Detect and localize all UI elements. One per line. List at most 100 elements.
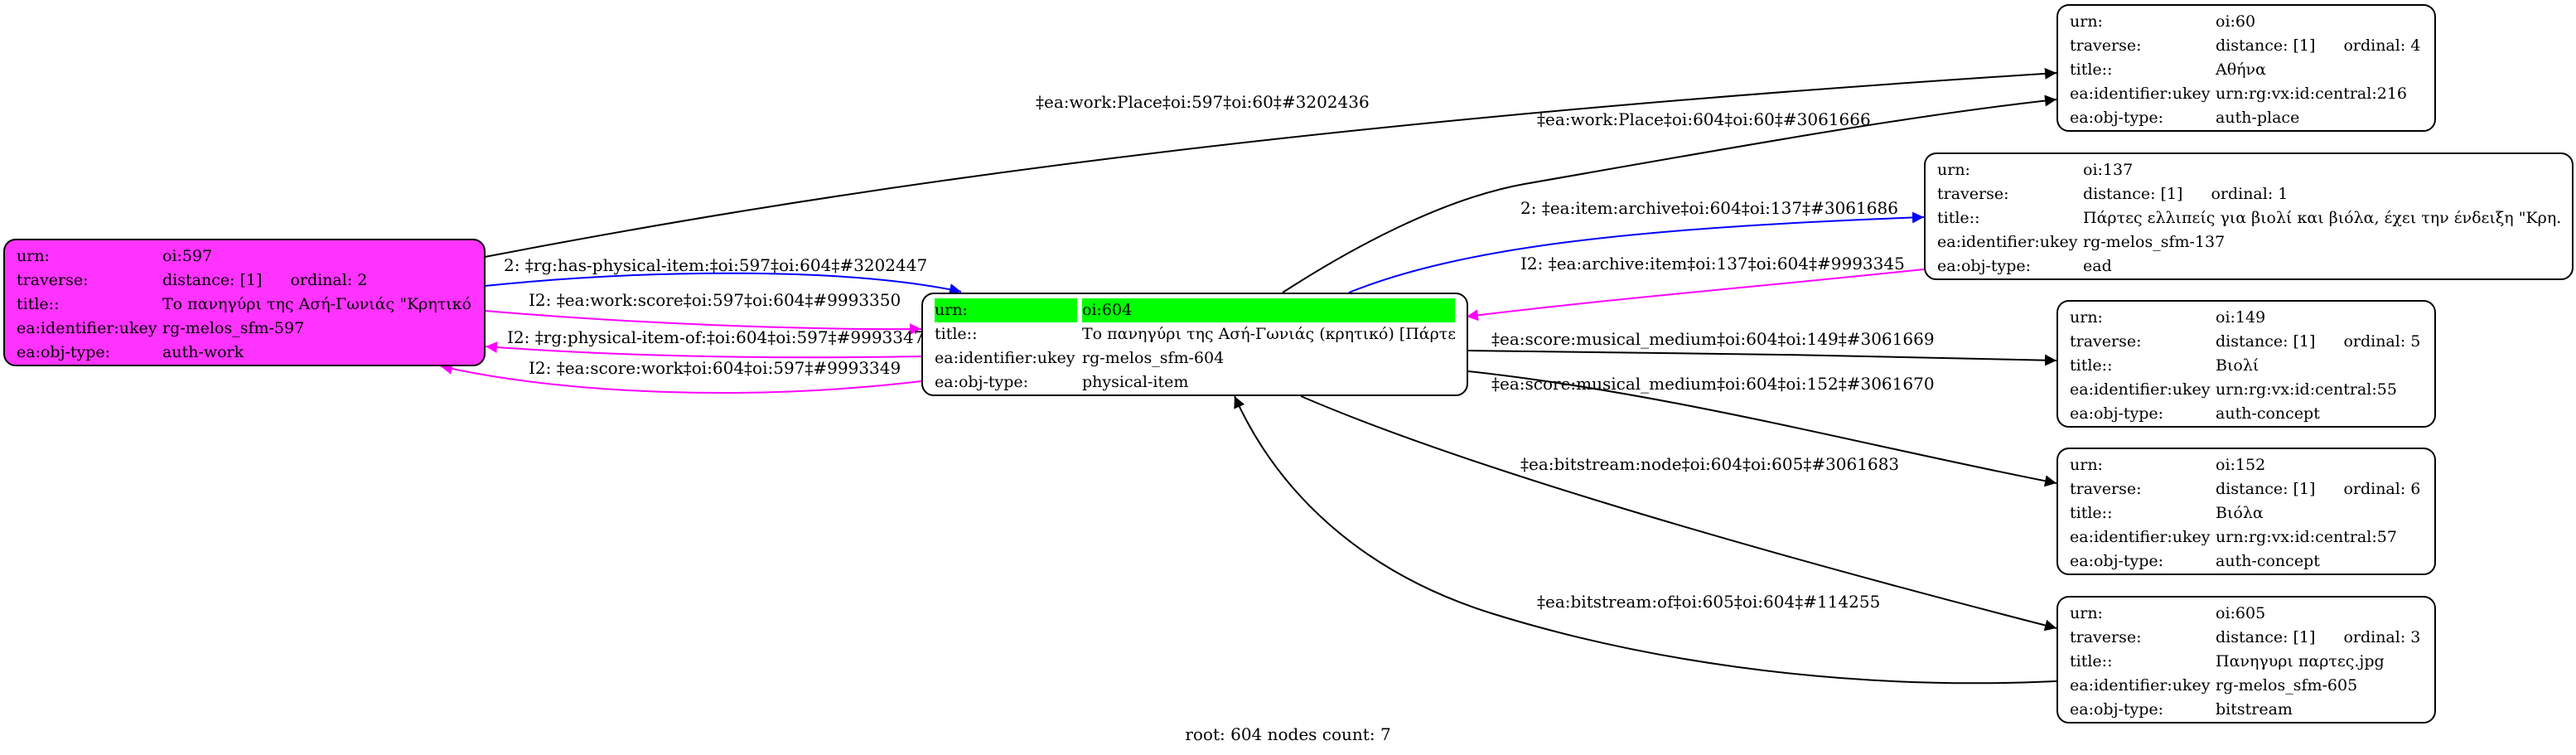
objtype-label: ea:obj-type: <box>935 373 1029 391</box>
edge-label-597-604-physical-item: 2: ‡rg:has-physical-item:‡oi:597‡oi:604‡… <box>504 255 927 275</box>
objtype-value: physical-item <box>1082 373 1189 391</box>
edge-604-597-physical-item-of <box>485 341 922 359</box>
traverse-label: traverse: <box>2070 628 2142 646</box>
title-value: Πανηγυρι παρτες.jpg <box>2216 652 2385 670</box>
edge-605-604 <box>1234 395 2057 685</box>
traverse-label: traverse: <box>2070 332 2142 351</box>
urn-label: urn: <box>935 298 1077 322</box>
ukey-value: rg-melos_sfm-605 <box>2216 676 2358 695</box>
ukey-label: ea:identifier:ukey <box>935 349 1075 367</box>
title-label: title:: <box>2070 356 2113 375</box>
edge-label-604-60: ‡ea:work:Place‡oi:604‡oi:60‡#3061666 <box>1537 109 1871 129</box>
objtype-label: ea:obj-type: <box>1937 257 2032 275</box>
ukey-label: ea:identifier:ukey <box>17 319 157 337</box>
title-value: Αθήνα <box>2216 60 2266 79</box>
title-value: Πάρτες ελλιπείς για βιολί και βιόλα, έχε… <box>2083 209 2560 227</box>
objtype-value: auth-concept <box>2216 404 2320 423</box>
objtype-label: ea:obj-type: <box>17 343 111 361</box>
node-149[interactable]: urn: oi:149 traverse: distance: [1] ordinal… <box>2056 300 2436 428</box>
ukey-label: ea:identifier:ukey <box>2070 528 2211 546</box>
urn-label: urn: <box>2070 604 2103 622</box>
ukey-value: urn:rg:vx:id:central:55 <box>2216 380 2397 399</box>
ukey-label: ea:identifier:ukey <box>1937 233 2078 251</box>
title-label: title:: <box>2070 652 2113 670</box>
node-137[interactable]: urn: oi:137 traverse: distance: [1] ordinal… <box>1924 152 2574 280</box>
edge-label-597-60: ‡ea:work:Place‡oi:597‡oi:60‡#3202436 <box>1036 92 1370 112</box>
ukey-value: rg-melos_sfm-597 <box>162 319 305 337</box>
edge-597-604-score <box>484 310 922 336</box>
edge-label-605-604: ‡ea:bitstream:of‡oi:605‡oi:604‡#114255 <box>1537 592 1880 612</box>
edge-604-60 <box>1282 94 2057 293</box>
distance-value: distance: [1] <box>162 271 263 289</box>
node-152[interactable]: urn: oi:152 traverse: distance: [1] ordinal… <box>2056 448 2436 575</box>
edge-label-604-137: 2: ‡ea:item:archive‡oi:604‡oi:137‡#30616… <box>1520 198 1898 218</box>
objtype-label: ea:obj-type: <box>2070 404 2164 423</box>
urn-value: oi:597 <box>162 247 213 265</box>
ukey-value: rg-melos_sfm-604 <box>1082 349 1225 367</box>
edge-label-137-604: I2: ‡ea:archive:item‡oi:137‡oi:604‡#9993… <box>1520 254 1905 273</box>
objtype-label: ea:obj-type: <box>2070 700 2164 719</box>
distance-value: distance: [1] <box>2216 480 2316 498</box>
urn-value: oi:605 <box>2216 604 2266 622</box>
distance-value: distance: [1] <box>2216 332 2316 351</box>
edge-label-604-605: ‡ea:bitstream:node‡oi:604‡oi:605‡#306168… <box>1520 454 1899 474</box>
ordinal-value: ordinal: 1 <box>2211 185 2288 203</box>
edge-label-604-149: ‡ea:score:musical_medium‡oi:604‡oi:149‡#… <box>1491 329 1935 349</box>
graph-footer: root: 604 nodes count: 7 <box>1185 724 1391 744</box>
urn-label: urn: <box>1937 161 1970 179</box>
edge-597-604-physical-item <box>484 272 962 295</box>
urn-label: urn: <box>2070 308 2103 327</box>
objtype-value: auth-concept <box>2216 552 2320 570</box>
title-value: Το πανηγύρι της Ασή-Γωνιάς (κρητικό) [Πά… <box>1082 325 1455 343</box>
ordinal-value: ordinal: 5 <box>2343 332 2421 351</box>
objtype-value: auth-place <box>2216 109 2300 127</box>
title-label: title:: <box>1937 209 1980 227</box>
edge-604-137 <box>1348 211 1925 293</box>
traverse-label: traverse: <box>2070 36 2142 55</box>
objtype-value: ead <box>2083 257 2112 275</box>
ukey-value: urn:rg:vx:id:central:57 <box>2216 528 2397 546</box>
objtype-label: ea:obj-type: <box>2070 552 2164 570</box>
objtype-value: bitstream <box>2216 700 2293 719</box>
node-597[interactable]: urn: oi:597 traverse: distance: [1] ordinal… <box>3 239 486 366</box>
traverse-label: traverse: <box>17 271 89 289</box>
ukey-label: ea:identifier:ukey <box>2070 380 2211 399</box>
edge-137-604 <box>1466 269 1925 322</box>
urn-label: urn: <box>17 247 50 265</box>
urn-value: oi:152 <box>2216 456 2266 474</box>
distance-value: distance: [1] <box>2216 36 2316 55</box>
ukey-value: urn:rg:vx:id:central:216 <box>2216 85 2408 103</box>
edge-604-597-score-work <box>440 363 922 394</box>
edge-label-604-597-physical-item-of: I2: ‡rg:physical-item-of:‡oi:604‡oi:597‡… <box>507 327 924 347</box>
urn-value: oi:604 <box>1082 298 1455 322</box>
objtype-value: auth-work <box>162 343 244 361</box>
node-605[interactable]: urn:oi:605 traverse:distance: [1]ordinal… <box>2056 596 2436 724</box>
traverse-label: traverse: <box>2070 480 2142 498</box>
urn-label: urn: <box>2070 456 2103 474</box>
ukey-label: ea:identifier:ukey <box>2070 676 2211 695</box>
edge-604-152 <box>1467 370 2057 487</box>
edge-label-604-152: ‡ea:score:musical_medium‡oi:604‡oi:152‡#… <box>1491 374 1935 394</box>
edge-604-149 <box>1467 350 2057 366</box>
title-value: Το πανηγύρι της Ασή-Γωνιάς "Κρητικό" <box>162 295 472 313</box>
edge-604-605 <box>1300 395 2057 632</box>
objtype-label: ea:obj-type: <box>2070 109 2164 127</box>
urn-value: oi:149 <box>2216 308 2266 327</box>
urn-value: oi:60 <box>2216 12 2256 31</box>
traverse-label: traverse: <box>1937 185 2009 203</box>
title-value: Βιόλα <box>2216 504 2264 522</box>
distance-value: distance: [1] <box>2083 185 2183 203</box>
title-label: title:: <box>2070 60 2113 79</box>
ordinal-value: ordinal: 3 <box>2343 628 2421 646</box>
ordinal-value: ordinal: 4 <box>2343 36 2421 55</box>
node-604-root[interactable]: urn:oi:604 title::Το πανηγύρι της Ασή-Γω… <box>921 293 1468 396</box>
urn-value: oi:137 <box>2083 161 2134 179</box>
ordinal-value: ordinal: 6 <box>2343 480 2421 498</box>
edge-label-597-604-score: I2: ‡ea:work:score‡oi:597‡oi:604‡#999335… <box>529 290 901 310</box>
ordinal-value: ordinal: 2 <box>290 271 368 289</box>
title-label: title:: <box>2070 504 2113 522</box>
ukey-label: ea:identifier:ukey <box>2070 85 2211 103</box>
title-value: Βιολί <box>2216 356 2259 375</box>
node-60[interactable]: urn:oi:60 traverse:distance: [1]ordinal:… <box>2056 4 2436 132</box>
